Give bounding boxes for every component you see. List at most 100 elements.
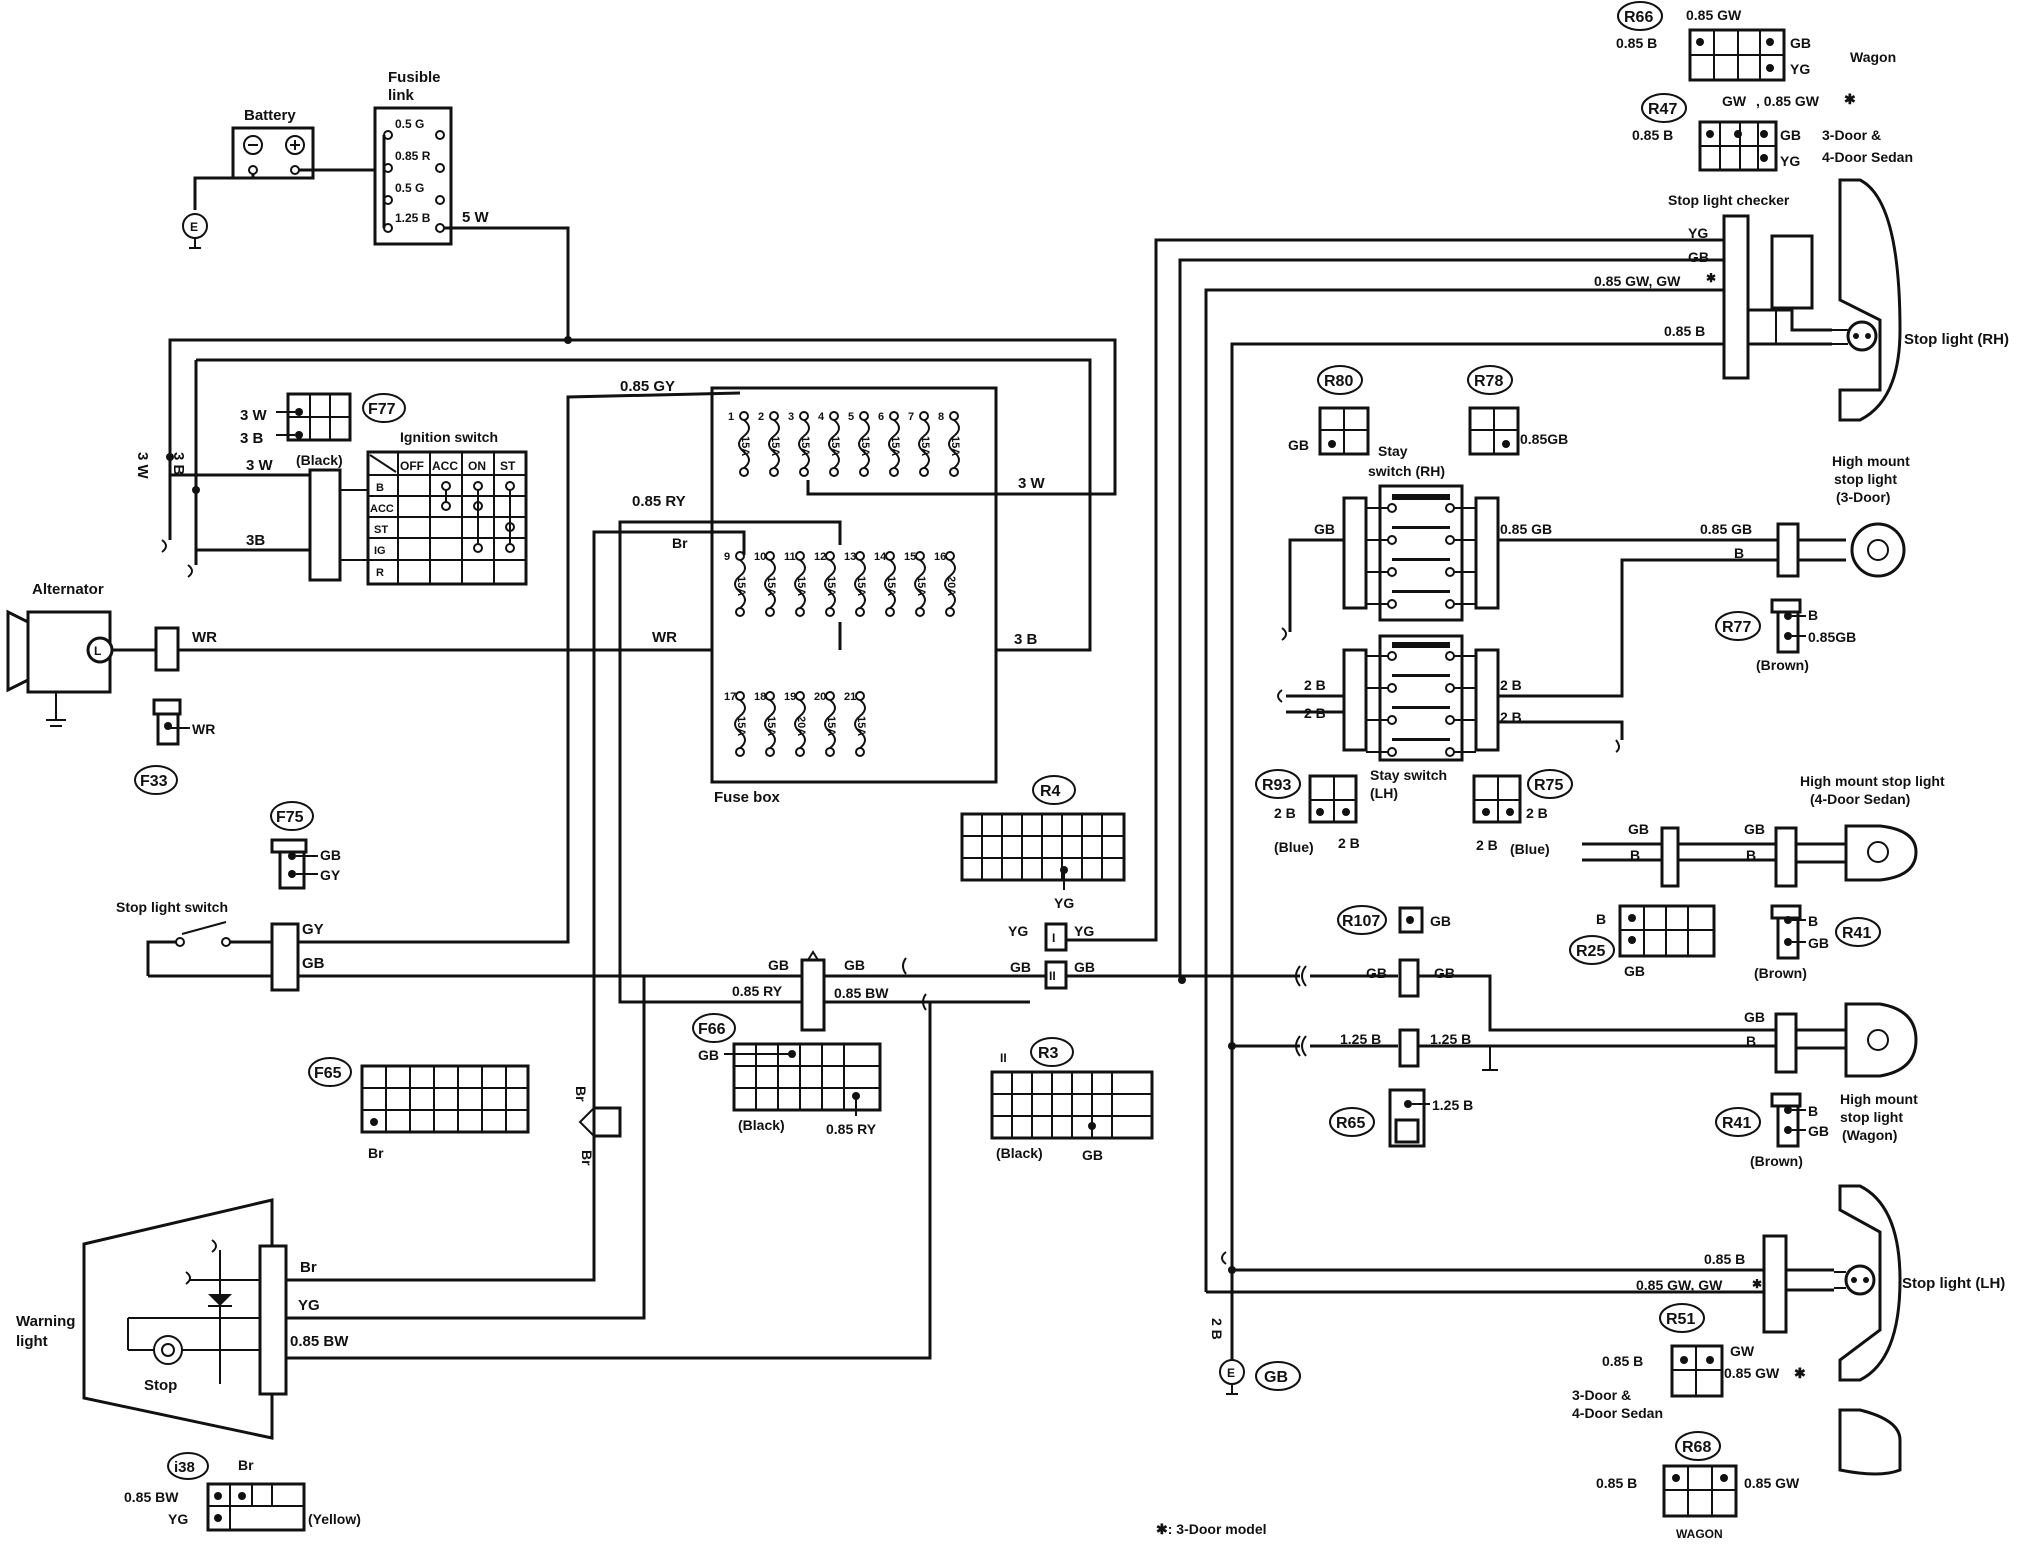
- wire-gy: [298, 391, 741, 944]
- r4-id: R4: [1040, 783, 1061, 800]
- wire-bw: [286, 1000, 932, 1360]
- r51-pin-3: 0.85 GW: [1724, 1365, 1780, 1381]
- warn-br-label: Br: [300, 1259, 317, 1276]
- fuse-number: 5: [848, 411, 854, 423]
- hmsl-wagon: GB GB 1.25 B 1.25 B GB B High mount stop…: [1228, 958, 1918, 1143]
- f77-tag: [362, 393, 406, 423]
- checker-gb-label: GB: [1688, 249, 1709, 265]
- lh-asterisk: ✱: [1752, 1277, 1762, 1291]
- ground-label: E: [190, 220, 198, 234]
- wire-085ry-label: 0.85 RY: [632, 493, 686, 510]
- r68-id: R68: [1682, 1439, 1711, 1456]
- f66-color: (Black): [738, 1117, 785, 1133]
- ign-col-acc: ACC: [432, 459, 458, 473]
- wire-3b-label: 3B: [246, 532, 265, 549]
- wagon-125b-left: 1.25 B: [1340, 1031, 1381, 1047]
- ignition-switch: Ignition switch OFF ACC ON ST B ACC ST I…: [308, 429, 528, 586]
- stop-light-lh-label: Stop light (LH): [1902, 1275, 2005, 1292]
- ign-row-b: B: [376, 482, 384, 494]
- wire-br: [592, 530, 746, 1110]
- r93-pin-1: 2 B: [1274, 805, 1296, 821]
- r41a-color: (Brown): [1754, 965, 1807, 981]
- fuse-number: 6: [878, 411, 884, 423]
- inline-i-mark: I: [1052, 931, 1055, 945]
- connector-r3: R3 II (Black) GB: [990, 1037, 1154, 1163]
- connector-r25: R25 B GB: [1569, 904, 1716, 979]
- connector-r80: R80 GB: [1288, 365, 1370, 456]
- fuse-number: 12: [814, 551, 826, 563]
- fuse-wire-3w: 3 W: [1018, 475, 1046, 492]
- f75-pin-2: GY: [320, 867, 341, 883]
- ign-col-off: OFF: [400, 459, 424, 473]
- wagon-gb-label-3: GB: [1744, 1009, 1765, 1025]
- hmslw-label-3: (Wagon): [1842, 1127, 1897, 1143]
- f77-color: (Black): [296, 452, 343, 468]
- r41b-pin-2: GB: [1808, 1123, 1829, 1139]
- switch-contact: [1392, 738, 1450, 741]
- switch-contact: [1392, 558, 1450, 561]
- wire-yg: [1066, 238, 1738, 942]
- r51-id: R51: [1666, 1311, 1695, 1328]
- switch-contact: [1392, 526, 1450, 529]
- ign-col-st: ST: [500, 459, 516, 473]
- r107-pin: GB: [1430, 913, 1451, 929]
- wagon-gb-right: GB: [1434, 965, 1455, 981]
- stop-light-checker: Stop light checker YG GB 0.85 GW, GW ✱ 0…: [1594, 192, 1832, 380]
- ground-2b-label: 2 B: [1209, 1318, 1225, 1340]
- connector-r93: R93 2 B 2 B (Blue): [1255, 769, 1360, 855]
- f66-id: F66: [698, 1021, 726, 1038]
- warning-light-label-2: light: [16, 1333, 48, 1350]
- hmsl-3door: 0.85 GB B High mount stop light (3-Door): [1700, 453, 1910, 578]
- f75-id: F75: [276, 809, 304, 826]
- hmsl3-085gb-label: 0.85 GB: [1700, 521, 1752, 537]
- r93-color: (Blue): [1274, 839, 1314, 855]
- fuse-number: 18: [754, 691, 766, 703]
- r25-pin-2: GB: [1624, 963, 1645, 979]
- hmsl-4door: High mount stop light (4-Door Sedan) GB …: [1582, 773, 1945, 888]
- r41b-pin-1: B: [1808, 1103, 1818, 1119]
- ign-row-st: ST: [374, 524, 388, 536]
- wire-gy-label: GY: [302, 921, 324, 938]
- i38-id: i38: [174, 1459, 195, 1476]
- wire-3b-vertical: 3 B: [170, 452, 187, 476]
- ign-row-r: R: [376, 567, 384, 579]
- wire-085gy-label: 0.85 GY: [620, 378, 675, 395]
- r51-pin-2: GW: [1730, 1343, 1755, 1359]
- stay-lh-label-2: (LH): [1370, 785, 1398, 801]
- stop-label: Stop: [144, 1377, 177, 1394]
- fuse-box: Fuse box 115A215A315A415A515A615A715A815…: [710, 386, 1046, 806]
- connector-f33: WR F33: [134, 698, 215, 795]
- r66-pin-3: GB: [1790, 35, 1811, 51]
- ground-e-label: E: [1227, 1366, 1235, 1380]
- wire-ry: [618, 520, 1030, 1004]
- link-2-label: 0.85 R: [395, 149, 431, 163]
- fuse-number: 11: [784, 551, 796, 563]
- r47-pin-gb: GB: [1780, 127, 1801, 143]
- connector-r66: R66 0.85 GW 0.85 B GB YG Wagon: [1616, 1, 1896, 82]
- r47-note-1: 3-Door &: [1822, 127, 1881, 143]
- wire-br-vert-1: Br: [573, 1086, 589, 1102]
- stay-lh-2b-1: 2 B: [1304, 677, 1326, 693]
- battery: Battery E: [182, 107, 380, 249]
- r77-color: (Brown): [1756, 657, 1809, 673]
- r3-id: R3: [1038, 1045, 1059, 1062]
- inline-gb-left: GB: [1010, 959, 1031, 975]
- fuse-number: 8: [938, 411, 944, 423]
- link-1-label: 0.5 G: [395, 117, 424, 131]
- alternator: Alternator L WR WR: [6, 581, 1040, 727]
- r41b-color: (Brown): [1750, 1153, 1803, 1169]
- connector-f65: F65 Br: [308, 1057, 530, 1161]
- r51-note-1: 3-Door &: [1572, 1387, 1631, 1403]
- f66-gb-left: GB: [768, 957, 789, 973]
- inline-gb-right: GB: [1074, 959, 1095, 975]
- wire-b: [1230, 342, 1738, 1360]
- r75-id: R75: [1534, 777, 1563, 794]
- fuse-number: 2: [758, 411, 764, 423]
- wire-5w-label: 5 W: [462, 209, 490, 226]
